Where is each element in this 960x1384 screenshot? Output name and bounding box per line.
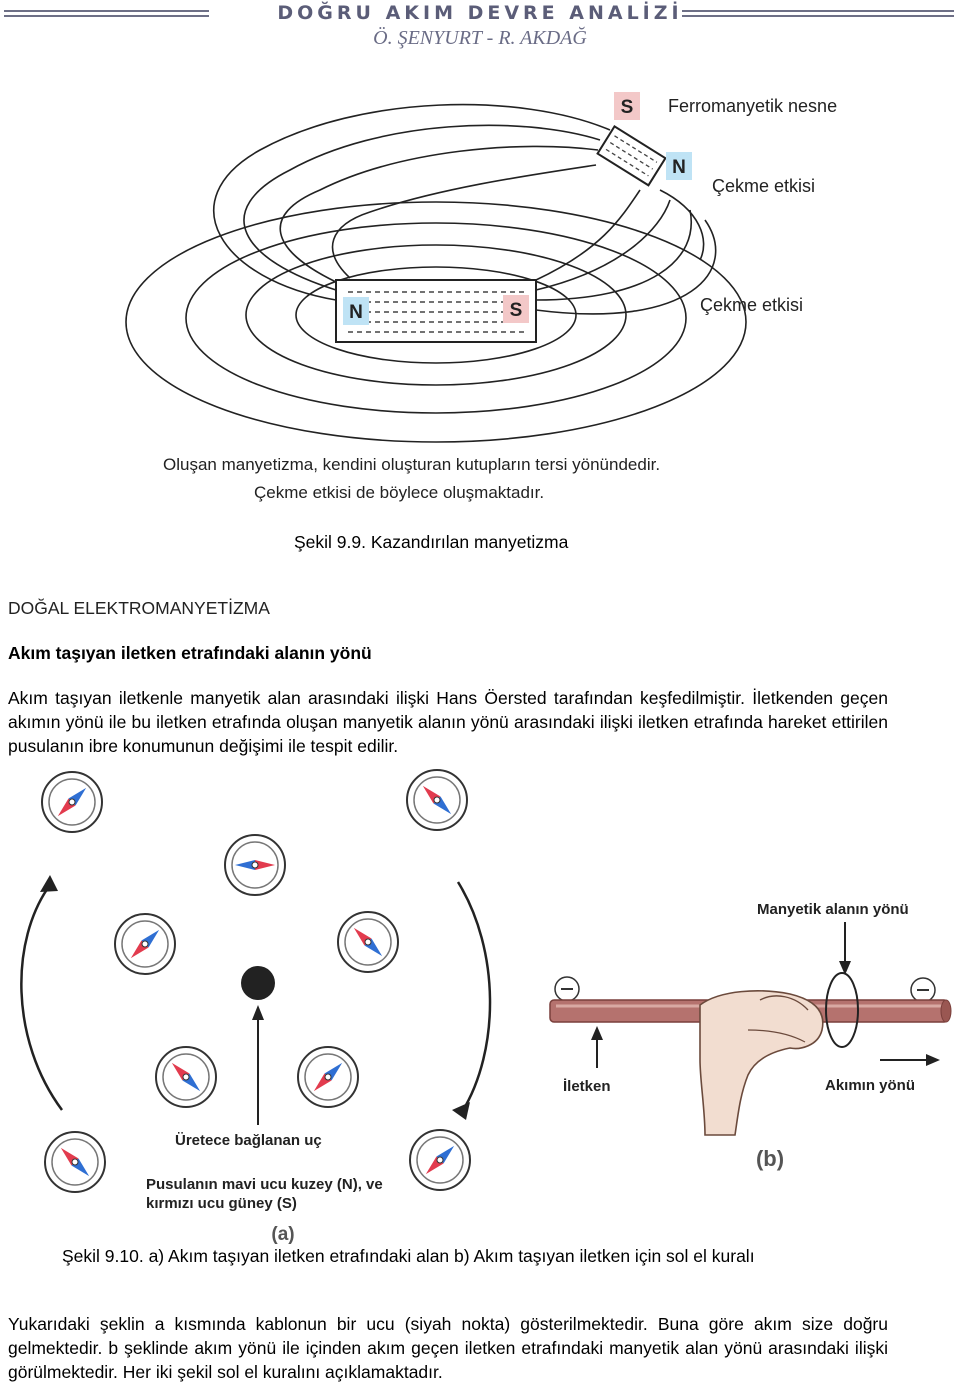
label-field: Manyetik alanın yönü bbox=[757, 901, 909, 918]
compass-icon bbox=[409, 1129, 471, 1191]
header-title: DOĞRU AKIM DEVRE ANALİZİ bbox=[277, 2, 683, 24]
compass-icon bbox=[406, 769, 468, 831]
pole-s-box bbox=[614, 92, 640, 120]
label-current: Akımın yönü bbox=[825, 1077, 915, 1094]
compass-icon bbox=[337, 911, 399, 973]
legend-line-1: Pusulanın mavi ucu kuzey (N), ve bbox=[146, 1176, 383, 1193]
rod-end bbox=[940, 999, 952, 1023]
compass-icon bbox=[297, 1046, 359, 1108]
pole-n-top: N bbox=[672, 157, 686, 178]
ferro-label: Ferromanyetik nesne bbox=[668, 96, 837, 116]
arc-arrow-right bbox=[452, 1102, 470, 1120]
conductor-pointer-head bbox=[591, 1026, 603, 1040]
figure2-caption: Şekil 9.10. a) Akım taşıyan iletken etra… bbox=[62, 1246, 755, 1266]
header-authors: Ö. ŞENYURT - R. AKDAĞ bbox=[373, 27, 587, 49]
electron-icon bbox=[554, 976, 580, 1002]
pole-s-top: S bbox=[621, 97, 634, 118]
section-heading: DOĞAL ELEKTROMANYETİZMA bbox=[8, 598, 270, 618]
compass-icon bbox=[114, 913, 176, 975]
figure-induced-magnetism: N S S N Ferromanyetik nesne Çekme etkisi… bbox=[125, 92, 837, 502]
conductor-dot bbox=[241, 966, 275, 1000]
field-loop bbox=[825, 972, 859, 1048]
header-rule-right bbox=[682, 10, 954, 17]
header-rule-left bbox=[4, 10, 209, 17]
compass-icon bbox=[44, 1131, 106, 1193]
closing-paragraph: Yukarıdaki şeklin a kısmında kablonun bi… bbox=[8, 1314, 888, 1382]
magnet-s-label: S bbox=[510, 300, 523, 321]
compass-icon bbox=[41, 771, 103, 833]
legend-line-2: kırmızı ucu güney (S) bbox=[146, 1195, 297, 1212]
field-lines bbox=[125, 103, 747, 443]
electron-icon bbox=[910, 977, 936, 1003]
label-conductor: İletken bbox=[563, 1078, 611, 1095]
arc-arrow-left bbox=[40, 875, 58, 892]
label-b: (b) bbox=[756, 1146, 784, 1171]
magnet-n-label: N bbox=[349, 302, 363, 323]
note-line-2: Çekme etkisi de böylece oluşmaktadır. bbox=[254, 483, 544, 502]
left-hand-icon bbox=[699, 990, 824, 1136]
current-arrow-head bbox=[926, 1054, 940, 1066]
compass-icon bbox=[155, 1046, 217, 1108]
pole-n-box bbox=[666, 152, 692, 180]
compass-icon bbox=[224, 834, 286, 896]
pull-label-1: Çekme etkisi bbox=[712, 176, 815, 196]
field-arrow-head bbox=[839, 961, 851, 975]
bar-magnet bbox=[335, 279, 537, 343]
figure1-caption: Şekil 9.9. Kazandırılan manyetizma bbox=[294, 532, 569, 552]
section-subheading: Akım taşıyan iletken etrafındaki alanın … bbox=[8, 643, 372, 663]
section-paragraph: Akım taşıyan iletkenle manyetik alan ara… bbox=[8, 688, 888, 756]
label-a: (a) bbox=[271, 1224, 294, 1245]
field-arcs bbox=[20, 881, 492, 1113]
note-line-1: Oluşan manyetizma, kendini oluşturan kut… bbox=[163, 455, 660, 474]
figure-compass-field: Üretece bağlanan uç Pusulanın mavi ucu k… bbox=[20, 769, 492, 1245]
ferromagnetic-object bbox=[596, 125, 667, 187]
figure-left-hand-rule: Manyetik alanın yönü İletken Akımın yönü… bbox=[549, 901, 952, 1171]
label-source: Üretece bağlanan uç bbox=[175, 1132, 322, 1149]
pointer-arrow bbox=[252, 1005, 264, 1020]
pull-label-2: Çekme etkisi bbox=[700, 295, 803, 315]
